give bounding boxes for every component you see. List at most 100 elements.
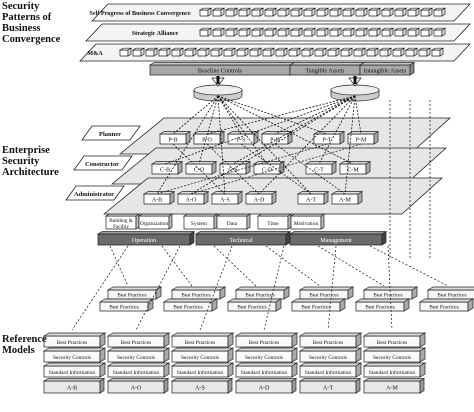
ref-stack-a-d-security-controls-side (291, 347, 298, 363)
ref-stack-a-b-standard-information-side (99, 362, 106, 378)
pattern-layer-ma-cube-front (431, 49, 441, 57)
pattern-layer-ma-cube-side (309, 47, 314, 57)
cell-c-d-top (252, 161, 286, 165)
pattern-layer-ma-cube-side (335, 47, 340, 57)
ref-column-a-b-side (99, 377, 105, 394)
pattern-layer-ma-cube-side (127, 47, 132, 57)
pattern-layer-ma-cube-front (184, 49, 194, 57)
section-title-enterprise-security-architecture: Enterprise Security Architecture (2, 145, 59, 178)
connector-line (206, 95, 356, 135)
pattern-layer-self-progress-cube-front (407, 9, 417, 17)
pattern-layer-ma-cube-side (426, 47, 431, 57)
ref-stack-a-d-standard-information-top (234, 362, 299, 367)
connector-line (318, 95, 356, 165)
foundation-building-facility-top (104, 213, 141, 217)
pattern-layer-strategic-alliance-cube-side (441, 27, 446, 37)
connector-line (217, 95, 226, 195)
layer-planner-label-box (81, 125, 141, 141)
pattern-layer-self-progress-cube-front (225, 9, 235, 17)
ref-stack-a-t-best-practices-top (298, 332, 363, 337)
ref-stack-a-o-security-controls-label: Security Controls (117, 355, 155, 361)
ref-stack-a-m-best-practices-top (362, 332, 427, 337)
ref-stack-a-b-standard-information-label: Standard Information (49, 369, 96, 376)
pattern-layer-ma-cube-front (366, 49, 376, 57)
pattern-layer-ma-cube-front (210, 49, 220, 57)
ref-stack-a-m-standard-information-side (419, 362, 426, 378)
ref-back-label: Best Practices (365, 305, 394, 311)
pattern-layer-ma-cube-side (153, 47, 158, 57)
pattern-layer-ma-cube-side (179, 47, 184, 57)
connector-line (217, 95, 354, 165)
bar-intangible-assets-label: Intangible Assets (364, 68, 407, 75)
ref-back-stack-side (403, 298, 410, 312)
ref-stack-a-d-security-controls-label: Security Controls (245, 355, 283, 361)
pattern-layer-strategic-alliance-cube-front (277, 29, 287, 37)
pattern-layer-ma-cube-front (262, 49, 272, 57)
cell-a-m-side (357, 190, 363, 205)
pattern-layer-ma-cube-front (236, 49, 246, 57)
section-title-reference-models: Reference Models (2, 334, 47, 356)
pattern-layer-ma-cube-side (166, 47, 171, 57)
cell-c-m-side (365, 160, 371, 175)
cell-p-m-side (373, 130, 379, 145)
pattern-layer-self-progress-cube-side (311, 7, 316, 17)
foundation-motivation-label: Motivation (294, 221, 319, 227)
ref-back-stack-side (339, 298, 346, 312)
base-bar-management-label: Management (320, 238, 352, 244)
ref-stack-a-o-standard-information-top (106, 362, 171, 367)
bar-baseline-controls-top (148, 62, 296, 66)
cell-c-o-label: C-O (194, 168, 205, 174)
pattern-layer-self-progress-cube-front (238, 9, 248, 17)
ref-stack-a-t-best-practices-side (355, 332, 362, 348)
pattern-layer-strategic-alliance-cube-front (329, 29, 339, 37)
ref-stack-a-t-standard-information-label: Standard Information (305, 369, 352, 376)
cell-a-s-top (210, 191, 244, 195)
pattern-layer-ma-cube-side (296, 47, 301, 57)
pattern-layer-strategic-alliance-cube-front (238, 29, 248, 37)
ref-stack-a-m-security-controls-side (419, 347, 426, 363)
foundation-time-side (287, 213, 292, 230)
ref-back-stack-top (226, 298, 283, 303)
ref-stack-a-s-best-practices-label: Best Practices (185, 340, 215, 346)
pattern-layer-strategic-alliance-cube-front (264, 29, 274, 37)
ref-stack-a-d-best-practices-side (291, 332, 298, 348)
cell-c-b-label: C-B (160, 168, 170, 174)
cell-p-b-label: P-B (168, 138, 177, 144)
ref-stack-a-b-standard-information-top (42, 362, 107, 367)
ref-back-stack-top (426, 286, 474, 291)
cell-c-m-top (338, 161, 372, 165)
foundation-time-top (256, 213, 293, 217)
pattern-layer-strategic-alliance-cube-front (225, 29, 235, 37)
connector-line (206, 143, 260, 195)
pattern-layer-ma-cube-front (275, 49, 285, 57)
ref-stack-a-m-standard-information-top (362, 362, 427, 367)
connector-line (369, 245, 449, 287)
cell-p-d-side (287, 130, 293, 145)
pattern-layer-ma-cube-front (418, 49, 428, 57)
ref-stack-a-d-security-controls-top (234, 347, 299, 352)
ref-column-a-s-side (227, 377, 233, 394)
pattern-layer-self-progress-cube-front (303, 9, 313, 17)
ref-column-a-d-side (291, 377, 297, 394)
pattern-layer-strategic-alliance-cube-front (355, 29, 365, 37)
foundation-building-facility-label-a: Building & (109, 218, 133, 224)
cell-c-t-top (304, 161, 338, 165)
ref-stack-a-d-best-practices-top (234, 332, 299, 337)
pattern-layer-strategic-alliance-label: Strategic Alliance (132, 30, 179, 37)
foundation-organization-side (168, 213, 173, 230)
cell-c-t-label: C-T (314, 168, 324, 174)
ref-column-a-d-top (234, 378, 298, 382)
ref-stack-a-b-security-controls-side (99, 347, 106, 363)
pattern-layer-ma-cube-front (327, 49, 337, 57)
ref-stack-a-o-best-practices-side (163, 332, 170, 348)
ref-back-label: Best Practices (109, 305, 138, 311)
cell-a-o-label: A-O (186, 198, 197, 204)
pattern-layer-ma-label: M&A (87, 50, 103, 57)
pattern-layer-strategic-alliance-cube-side (272, 27, 277, 37)
cell-c-b-side (177, 160, 183, 175)
ref-back-label: Best Practices (181, 293, 210, 299)
ref-back-label: Best Practices (309, 293, 338, 299)
pattern-layer-ma-cube-side (192, 47, 197, 57)
connector-line (317, 245, 385, 287)
ref-back-label: Best Practices (429, 305, 458, 311)
